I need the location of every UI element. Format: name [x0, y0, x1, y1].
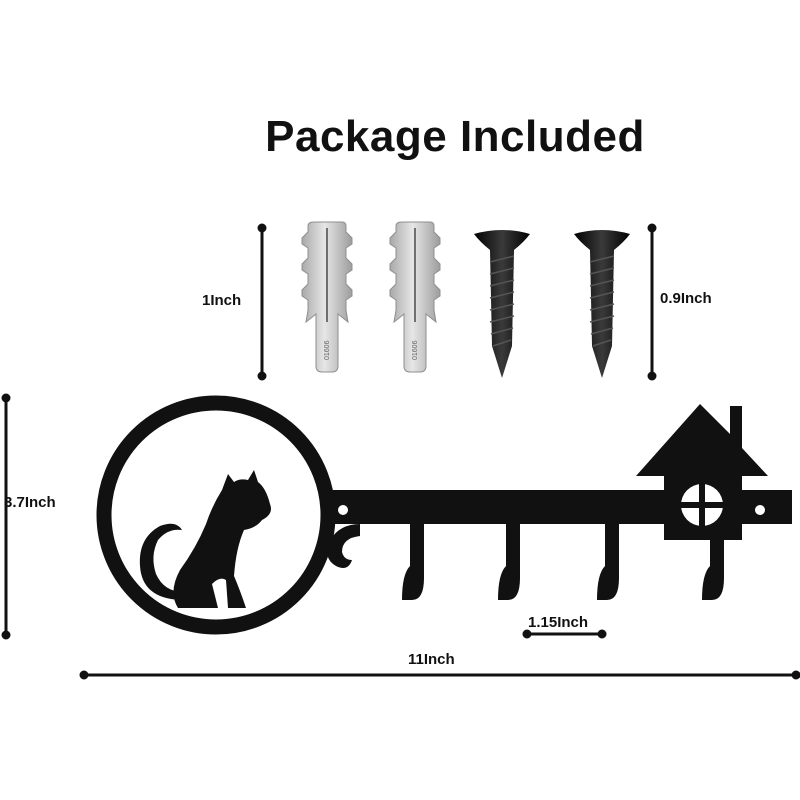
screw-1 [474, 230, 530, 378]
wall-anchor-2: 01606 [389, 221, 441, 373]
mount-hole-right [755, 505, 765, 515]
key-rack [96, 395, 792, 635]
rack-swirl [327, 524, 360, 568]
rack-hooks [402, 524, 724, 600]
hook-spacing-label: 1.15Inch [528, 614, 589, 631]
rack-height-label: 3.7Inch [4, 494, 56, 511]
package-title: Package Included [265, 112, 645, 161]
dimension-lines [1, 223, 800, 680]
svg-text:01606: 01606 [412, 340, 419, 360]
wall-anchor-1: 01606 [301, 221, 353, 373]
cat-silhouette [139, 470, 271, 608]
screw-height-label: 0.9Inch [660, 290, 712, 307]
anchor-height-label: 1Inch [202, 292, 242, 309]
rack-ring [96, 395, 336, 635]
rack-width-label: 11Inch [408, 651, 455, 668]
mount-hole-left [338, 505, 348, 515]
svg-text:01606: 01606 [324, 340, 331, 360]
screw-2 [574, 230, 630, 378]
house-shape [636, 404, 768, 540]
